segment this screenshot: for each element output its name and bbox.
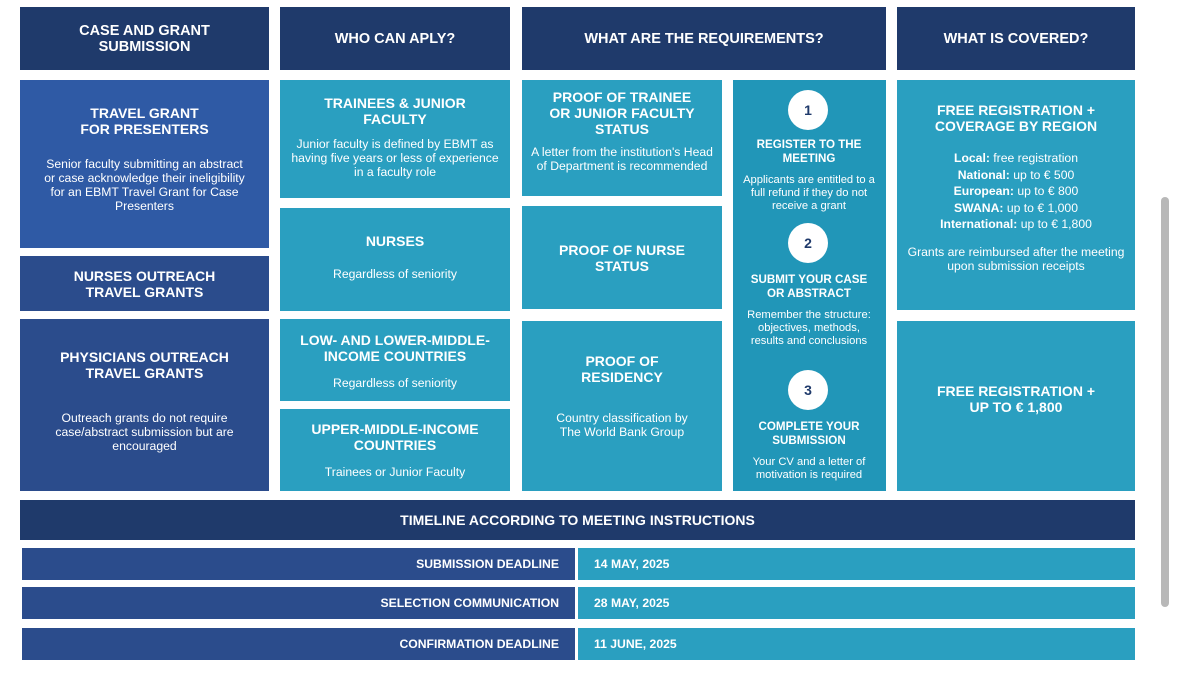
timeline-row-label: SELECTION COMMUNICATION (22, 587, 575, 619)
header-case-grant-submission: CASE AND GRANT SUBMISSION (20, 7, 269, 70)
umic-title: UPPER-MIDDLE-INCOME COUNTRIES (311, 421, 479, 453)
step-2-title: SUBMIT YOUR CASE OR ABSTRACT (750, 273, 868, 300)
region-international: International: up to € 1,800 (940, 217, 1092, 231)
timeline-title: TIMELINE ACCORDING TO MEETING INSTRUCTIO… (400, 512, 755, 528)
step-1-number: 1 (788, 90, 828, 130)
step-3: COMPLETE YOUR SUBMISSION Your CV and a l… (733, 420, 885, 482)
timeline-title-bar: TIMELINE ACCORDING TO MEETING INSTRUCTIO… (20, 500, 1135, 540)
timeline-row-value: 28 MAY, 2025 (578, 587, 1135, 619)
step-3-text: Your CV and a letter of motivation is re… (752, 456, 866, 481)
nurses-card: NURSES Regardless of seniority (280, 208, 510, 311)
proof-nurse-title: PROOF OF NURSE STATUS (558, 241, 685, 274)
lmic-card: LOW- AND LOWER-MIDDLE- INCOME COUNTRIES … (280, 319, 510, 401)
outreach-coverage-title: FREE REGISTRATION + UP TO € 1,800 (936, 383, 1096, 415)
lmic-title: LOW- AND LOWER-MIDDLE- INCOME COUNTRIES (300, 332, 490, 364)
step-1-text: Applicants are entitled to a full refund… (743, 174, 875, 212)
physicians-outreach-text: Outreach grants do not require case/abst… (55, 411, 234, 453)
application-steps-panel: 1 REGISTER TO THE MEETING Applicants are… (733, 80, 886, 491)
proof-nurse-card: PROOF OF NURSE STATUS (522, 206, 722, 309)
timeline-row-value: 14 MAY, 2025 (578, 548, 1135, 580)
header-who-can-apply: WHO CAN APLY? (280, 7, 510, 70)
timeline-row-label: CONFIRMATION DEADLINE (22, 628, 575, 660)
nurses-title: NURSES (365, 233, 425, 249)
physicians-outreach-card: PHYSICIANS OUTREACH TRAVEL GRANTS Outrea… (20, 319, 269, 491)
travel-grant-presenters-card: TRAVEL GRANT FOR PRESENTERS Senior facul… (20, 80, 269, 248)
timeline-row-label: SUBMISSION DEADLINE (22, 548, 575, 580)
travel-grant-title: TRAVEL GRANT FOR PRESENTERS (80, 105, 209, 137)
umic-card: UPPER-MIDDLE-INCOME COUNTRIES Trainees o… (280, 409, 510, 491)
region-swana: SWANA: up to € 1,000 (954, 200, 1078, 215)
coverage-region-list: Local: free registration National: up to… (940, 150, 1092, 233)
lmic-text: Regardless of seniority (333, 376, 457, 390)
step-2-text: Remember the structure: objectives, meth… (747, 309, 871, 347)
vertical-scrollbar[interactable] (1161, 197, 1169, 607)
nurses-outreach-title: NURSES OUTREACH TRAVEL GRANTS (73, 267, 216, 300)
trainees-title: TRAINEES & JUNIOR FACULTY (324, 95, 466, 127)
physicians-outreach-title: PHYSICIANS OUTREACH TRAVEL GRANTS (60, 349, 229, 381)
step-2: SUBMIT YOUR CASE OR ABSTRACT Remember th… (733, 273, 885, 348)
header-what-is-covered: WHAT IS COVERED? (897, 7, 1135, 70)
nurses-outreach-card: NURSES OUTREACH TRAVEL GRANTS (20, 256, 269, 311)
region-local: Local: free registration (954, 151, 1078, 165)
timeline-row: CONFIRMATION DEADLINE 11 JUNE, 2025 (22, 628, 1135, 660)
region-european: European: up to € 800 (953, 184, 1079, 198)
umic-text: Trainees or Junior Faculty (324, 465, 466, 479)
coverage-title: FREE REGISTRATION + COVERAGE BY REGION (934, 102, 1098, 134)
trainees-card: TRAINEES & JUNIOR FACULTY Junior faculty… (280, 80, 510, 198)
step-2-number: 2 (788, 223, 828, 263)
proof-residency-text: Country classification by The World Bank… (556, 411, 688, 439)
coverage-by-region-card: FREE REGISTRATION + COVERAGE BY REGION L… (897, 80, 1135, 310)
step-3-title: COMPLETE YOUR SUBMISSION (758, 420, 860, 447)
reimbursement-text: Grants are reimbursed after the meeting … (907, 244, 1125, 273)
proof-residency-title: PROOF OF RESIDENCY (581, 353, 663, 385)
proof-trainee-title: PROOF OF TRAINEE OR JUNIOR FACULTY STATU… (549, 89, 695, 137)
timeline-row-value: 11 JUNE, 2025 (578, 628, 1135, 660)
proof-residency-card: PROOF OF RESIDENCY Country classificatio… (522, 321, 722, 491)
trainees-text: Junior faculty is defined by EBMT as hav… (291, 137, 499, 179)
step-1: REGISTER TO THE MEETING Applicants are e… (733, 138, 885, 213)
step-3-number: 3 (788, 370, 828, 410)
proof-trainee-text: A letter from the institution's Head of … (531, 145, 713, 173)
nurses-text: Regardless of seniority (333, 267, 457, 281)
header-requirements: WHAT ARE THE REQUIREMENTS? (522, 7, 886, 70)
region-national: National: up to € 500 (957, 167, 1075, 182)
outreach-coverage-card: FREE REGISTRATION + UP TO € 1,800 (897, 321, 1135, 491)
proof-trainee-card: PROOF OF TRAINEE OR JUNIOR FACULTY STATU… (522, 80, 722, 196)
step-1-title: REGISTER TO THE MEETING (756, 138, 862, 165)
timeline-row: SUBMISSION DEADLINE 14 MAY, 2025 (22, 548, 1135, 580)
timeline-row: SELECTION COMMUNICATION 28 MAY, 2025 (22, 587, 1135, 619)
travel-grant-text: Senior faculty submitting an abstract or… (44, 157, 245, 213)
